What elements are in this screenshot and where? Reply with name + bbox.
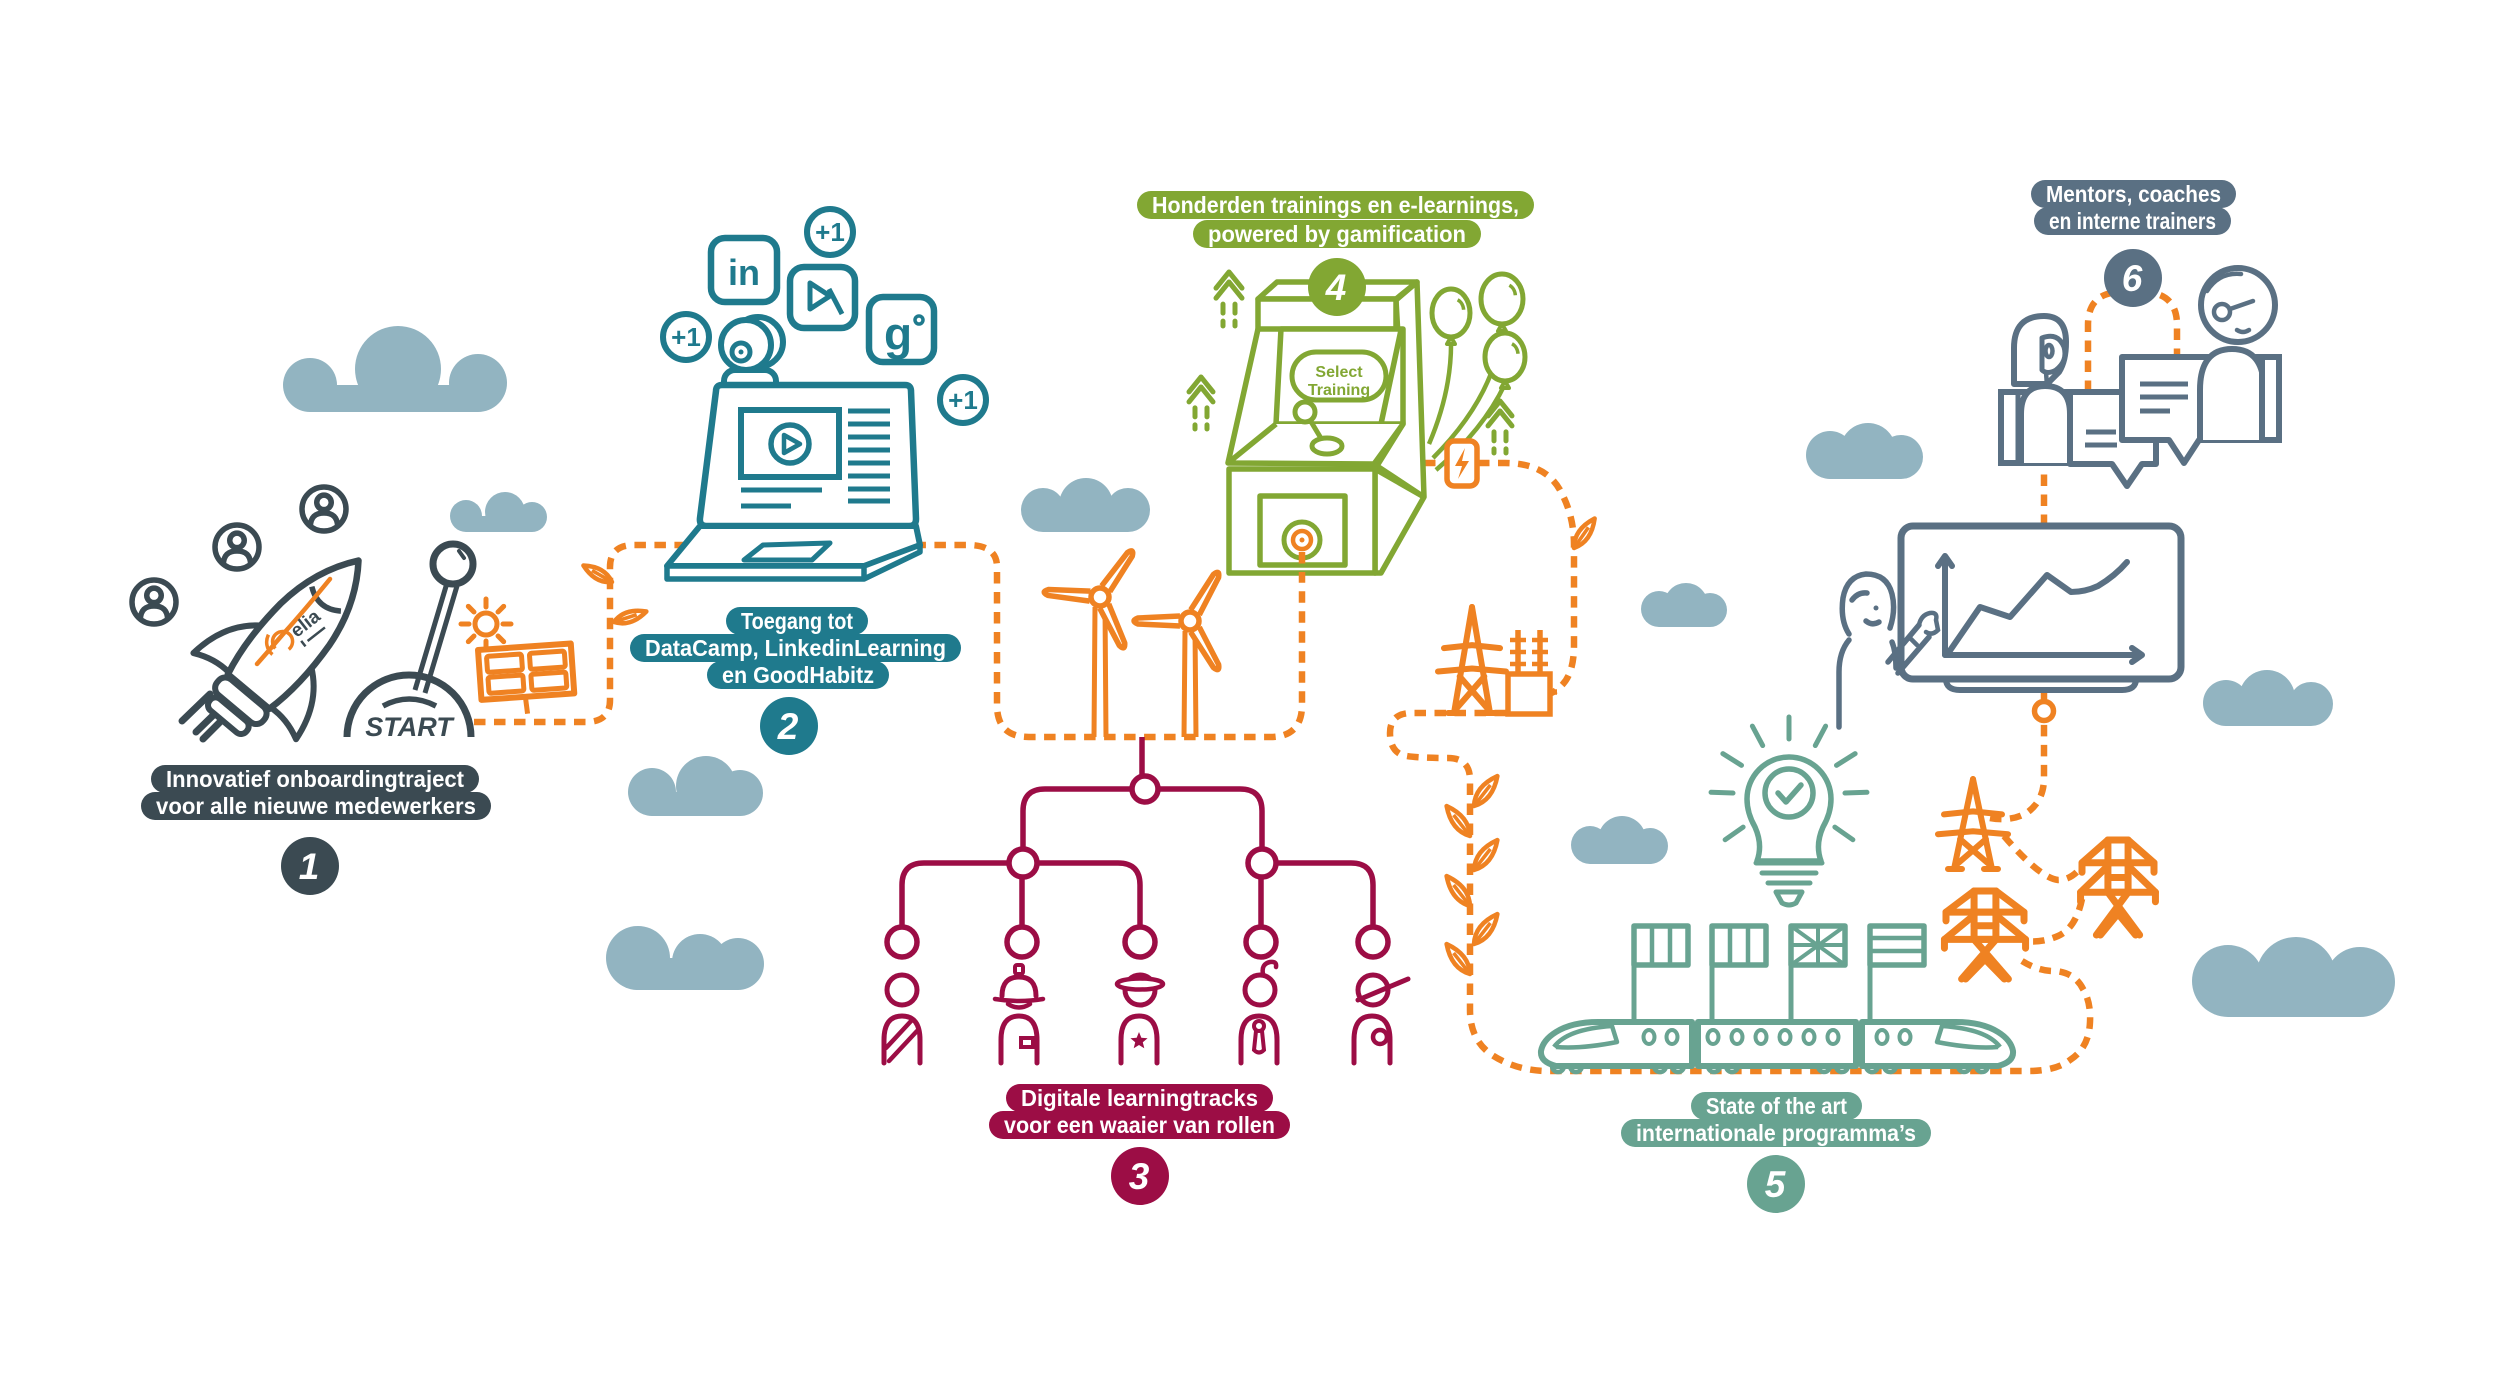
svg-text:powered by gamification: powered by gamification (1208, 221, 1466, 247)
svg-text:5: 5 (1765, 1164, 1787, 1205)
svg-text:+1: +1 (671, 322, 701, 352)
svg-text:+1: +1 (815, 217, 845, 247)
svg-text:en interne trainers: en interne trainers (2049, 208, 2216, 234)
svg-text:DataCamp, LinkedinLearning: DataCamp, LinkedinLearning (645, 635, 946, 661)
svg-text:Select: Select (1315, 364, 1363, 381)
svg-text:+1: +1 (948, 385, 978, 415)
svg-text:START: START (365, 712, 455, 742)
svg-text:g: g (884, 308, 912, 360)
svg-text:Honderden trainings en e-learn: Honderden trainings en e-learnings, (1152, 192, 1519, 218)
svg-text:voor alle nieuwe medewerkers: voor alle nieuwe medewerkers (156, 793, 476, 819)
svg-text:voor een waaier van rollen: voor een waaier van rollen (1004, 1112, 1275, 1138)
svg-text:Digitale learningtracks: Digitale learningtracks (1021, 1085, 1258, 1111)
svg-text:Toegang tot: Toegang tot (741, 608, 853, 634)
svg-text:internationale programma’s: internationale programma’s (1636, 1120, 1916, 1146)
svg-text:in: in (728, 252, 760, 293)
svg-text:Innovatief onboardingtraject: Innovatief onboardingtraject (166, 766, 464, 792)
svg-text:6: 6 (2122, 258, 2143, 299)
svg-text:2: 2 (777, 706, 799, 747)
svg-text:State of the art: State of the art (1706, 1093, 1847, 1119)
svg-text:3: 3 (1129, 1156, 1150, 1197)
svg-text:4: 4 (1325, 267, 1347, 308)
svg-text:Mentors, coaches: Mentors, coaches (2046, 181, 2221, 207)
svg-text:1: 1 (299, 846, 320, 887)
svg-text:en GoodHabitz: en GoodHabitz (722, 662, 874, 688)
svg-text:Training: Training (1308, 382, 1370, 399)
